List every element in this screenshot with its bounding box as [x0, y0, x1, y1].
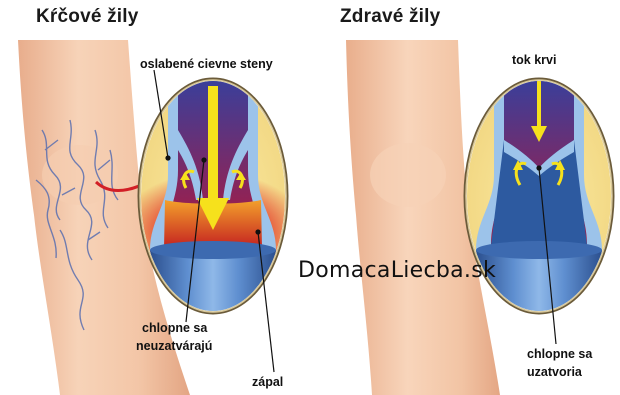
- label-blood-flow: tok krvi: [512, 52, 556, 69]
- label-valves-not-closing-2: neuzatvárajú: [136, 338, 212, 355]
- title-healthy-veins: Zdravé žily: [340, 6, 440, 28]
- label-weak-vein-walls: oslabené cievne steny: [140, 56, 273, 73]
- label-valves-not-closing-1: chlopne sa: [142, 320, 207, 337]
- watermark: DomacaLiecba.sk: [298, 258, 496, 283]
- label-valves-closing-2: uzatvoria: [527, 364, 582, 381]
- label-valves-closing-1: chlopne sa: [527, 346, 592, 363]
- label-inflammation: zápal: [252, 374, 283, 391]
- title-varicose-veins: Kŕčové žily: [36, 6, 139, 28]
